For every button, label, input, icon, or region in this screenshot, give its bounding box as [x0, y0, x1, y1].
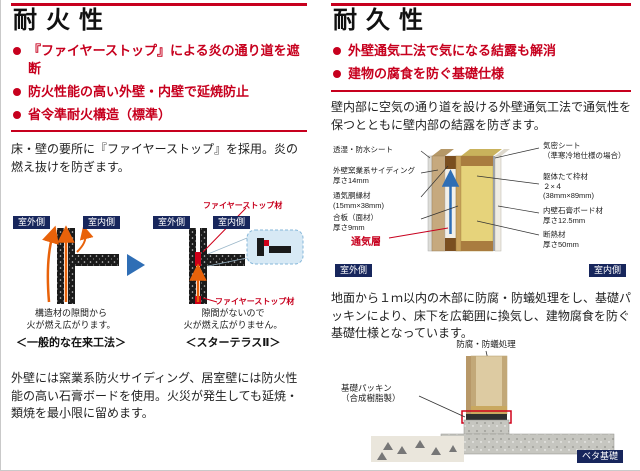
- fire-right-inside-badge: 室内側: [213, 216, 251, 229]
- fire-left-outside-badge: 室外側: [13, 216, 51, 229]
- bullet-dot-icon: [13, 88, 21, 96]
- bullet-dot-icon: [13, 47, 21, 55]
- fire-left-method-name: ＜一般的な在来工法＞: [16, 337, 126, 349]
- firestop-label-top: ファイヤーストップ材: [203, 201, 283, 210]
- foundation-diagram-area: 防腐・防蟻処理 基礎パッキン （合成樹脂製） ベタ基礎: [331, 339, 631, 470]
- foundation-treatment-label: 防腐・防蟻処理: [456, 339, 516, 349]
- fire-bullet-2-label: 防火性能の高い外壁・内壁で延焼防止: [28, 84, 250, 99]
- fire-bullet-2: 防火性能の高い外壁・内壁で延焼防止: [11, 83, 307, 101]
- wall-label-weather-sheet: 透湿・防水シート: [333, 145, 393, 154]
- fire-bullet-1-label: 『ファイヤーストップ』による炎の通り道を遮断: [28, 43, 300, 76]
- wall-label-furring: 通気胴縁材 (15mm×38mm): [333, 191, 385, 210]
- wall-outside-badge: 室外側: [335, 264, 373, 277]
- firestop-label-bottom: ファイヤーストップ材: [215, 297, 295, 306]
- durability-bullet-2-label: 建物の腐食を防ぐ基礎仕様: [348, 66, 505, 81]
- bullet-dot-icon: [333, 70, 341, 78]
- foundation-base-badge: ベタ基礎: [577, 450, 624, 463]
- durability-bullet-2: 建物の腐食を防ぐ基礎仕様: [331, 65, 631, 83]
- bullet-dot-icon: [333, 47, 341, 55]
- fire-diagram-area: ファイヤーストップ材 ファイヤーストップ材 室外側 室内側 室外側 室内側 構造…: [11, 200, 307, 352]
- fire-right-method-name: ＜スターテラスⅡ＞: [185, 337, 281, 349]
- fire-outro-text: 外壁には窯業系防火サイディング、居室壁には防火性能の高い石膏ボードを使用。火災が…: [11, 371, 299, 420]
- firestop-comparison-diagram: [42, 207, 304, 304]
- wall-layers-diagram: [388, 147, 540, 252]
- wall-label-stud: 躯体たて枠材 ２×４ (38mm×89mm): [543, 172, 595, 200]
- fire-top-rule: [11, 3, 307, 6]
- fire-right-caption: 隙間がないので 火が燃え広がりません。: [183, 308, 283, 330]
- wall-label-insulation: 断熱材 厚さ50mm: [543, 230, 579, 249]
- durability-mid-text: 地面から１ｍ以内の木部に防腐・防蟻処理をし、基礎パッキンにより、床下を広範囲に換…: [331, 291, 632, 340]
- fire-bullet-3-label: 省令準耐火構造（標準）: [28, 107, 172, 122]
- durability-bullet-1-label: 外壁通気工法で気になる結露も解消: [348, 43, 557, 58]
- wall-label-gypsum: 内壁石膏ボード材 厚さ12.5mm: [543, 206, 603, 225]
- wall-label-airtight-sheet: 気密シート （準寒冷地仕様の場合）: [543, 141, 626, 160]
- fire-left-caption: 構造材の隙間から 火が燃え広がります。: [26, 308, 116, 330]
- durability-bullet-list: 外壁通気工法で気になる結露も解消 建物の腐食を防ぐ基礎仕様: [331, 42, 631, 88]
- foundation-packing-label: 基礎パッキン （合成樹脂製）: [341, 383, 401, 403]
- durability-intro-text: 壁内部に空気の通り道を設ける外壁通気工法で通気性を保つとともに壁内部の結露を防ぎ…: [331, 100, 632, 132]
- wall-label-air-layer: 通気層: [351, 237, 381, 248]
- bullet-dot-icon: [13, 111, 21, 119]
- durability-section-title: 耐久性: [333, 7, 432, 34]
- durability-top-rule: [331, 3, 631, 6]
- wall-label-plywood: 合板（面材） 厚さ9mm: [333, 213, 378, 232]
- fire-bullet-list: 『ファイヤーストップ』による炎の通り道を遮断 防火性能の高い外壁・内壁で延焼防止…: [11, 42, 307, 129]
- fire-right-outside-badge: 室外側: [153, 216, 191, 229]
- fire-section-title: 耐火性: [13, 7, 112, 34]
- durability-bullet-1: 外壁通気工法で気になる結露も解消: [331, 42, 631, 60]
- foundation-cross-section-diagram: [371, 350, 615, 462]
- fire-divider-rule: [11, 130, 307, 132]
- fire-left-inside-badge: 室内側: [83, 216, 121, 229]
- fire-bullet-1: 『ファイヤーストップ』による炎の通り道を遮断: [11, 42, 307, 78]
- wall-inside-badge: 室内側: [589, 264, 627, 277]
- fire-bullet-3: 省令準耐火構造（標準）: [11, 106, 307, 124]
- fire-intro-text: 床・壁の要所に『ファイヤーストップ』を採用。炎の燃え抜けを防ぎます。: [11, 142, 299, 174]
- durability-divider-rule: [331, 90, 631, 92]
- wall-ventilation-diagram-area: 透湿・防水シート 外壁窯業系サイディング 厚さ14mm 通気胴縁材 (15mm×…: [331, 136, 631, 286]
- wall-label-siding: 外壁窯業系サイディング 厚さ14mm: [333, 166, 415, 185]
